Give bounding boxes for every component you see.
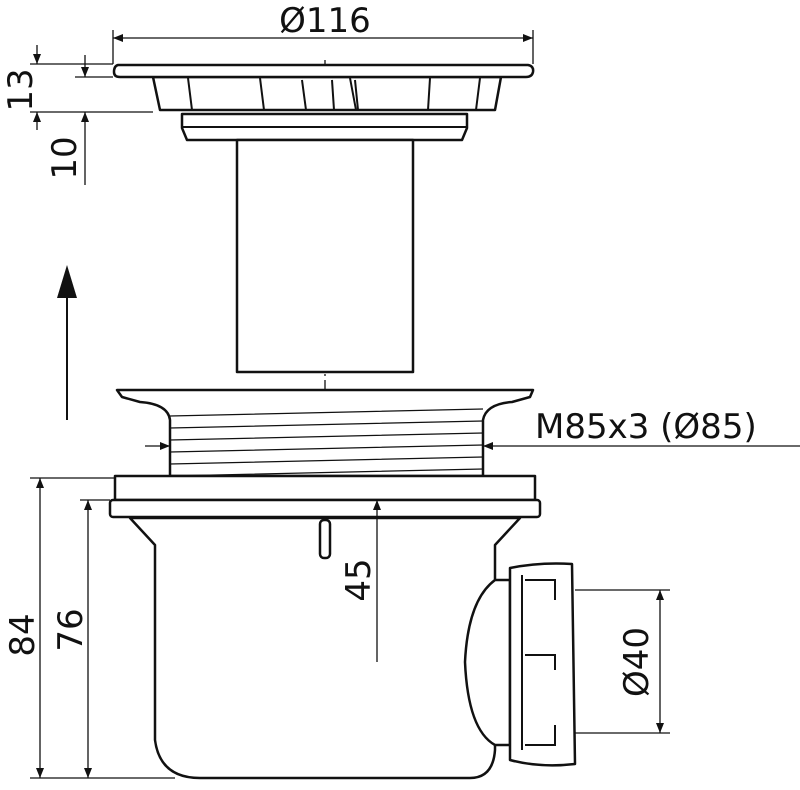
dim-outlet-diameter: Ø40 [575, 589, 670, 734]
dim-thread: M85x3 (Ø85) [145, 407, 800, 450]
svg-text:45: 45 [339, 558, 379, 601]
drain-body [108, 474, 577, 780]
pipe [235, 138, 415, 374]
dim-top-diameter: Ø116 [112, 1, 534, 64]
svg-text:84: 84 [3, 613, 43, 656]
ring [180, 112, 469, 142]
dim-grate-heights: 13 10 [1, 45, 153, 185]
dim-heights: 84 76 [3, 477, 175, 779]
grate [112, 63, 535, 112]
threaded-nut [115, 388, 535, 478]
svg-text:Ø40: Ø40 [617, 627, 657, 697]
svg-text:13: 13 [1, 68, 41, 111]
svg-text:M85x3 (Ø85): M85x3 (Ø85) [535, 407, 757, 447]
dim-outlet-depth: 45 [339, 500, 381, 662]
svg-text:10: 10 [45, 136, 85, 179]
arrow-up-icon [57, 265, 77, 298]
svg-text:76: 76 [51, 608, 91, 651]
svg-text:Ø116: Ø116 [279, 1, 371, 41]
